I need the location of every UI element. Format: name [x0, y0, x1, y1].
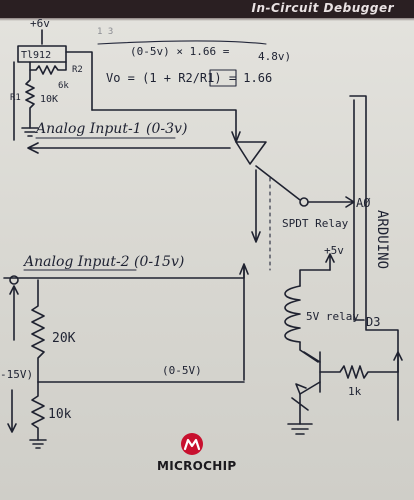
pin-d3: D3	[366, 315, 380, 329]
top-banner: In-Circuit Debugger	[0, 0, 414, 18]
output-top: 4.8v)	[258, 50, 291, 63]
d3-arrow	[393, 351, 403, 373]
arduino-label: ARDUINO	[374, 210, 390, 269]
coil-to-transistor	[299, 341, 319, 363]
opamp-label: Tl912	[21, 50, 51, 61]
banner-edge	[0, 18, 414, 21]
r2-value: 6k	[58, 81, 69, 91]
pin-a0: AØ	[356, 196, 371, 210]
base-resistor	[319, 365, 399, 379]
resistor-20k-label: 20K	[52, 331, 76, 346]
gain-formula: Vo = (1 + R2/R1) = 1.66	[106, 71, 272, 85]
resistor-1k: 1k	[348, 385, 362, 398]
faint-mark: 1 3	[97, 27, 113, 37]
transistor-leads	[299, 351, 321, 395]
ground-symbol-2	[29, 439, 47, 449]
spdt-label: SPDT Relay	[282, 217, 349, 230]
input-15v-label: -15V)	[0, 368, 33, 381]
formula-underline	[97, 40, 267, 45]
relay-supply-arrow	[325, 253, 335, 271]
relay-common-node	[299, 197, 309, 207]
ground-symbol-1	[21, 127, 39, 137]
input-15v-arrow	[9, 285, 19, 341]
analog-input-2-label: Analog Input-2 (0-15v)	[22, 254, 184, 270]
arduino-inner-line	[353, 99, 365, 321]
r2-label: R2	[72, 65, 83, 75]
resistor-10k	[31, 381, 45, 441]
formula-top: (0-5v) × 1.66 =	[130, 45, 230, 58]
relay-contact-1	[235, 141, 267, 165]
r2-resistor	[29, 61, 67, 75]
ground-symbol-3	[287, 423, 313, 435]
output-line	[91, 109, 237, 141]
microchip-logo-icon	[181, 433, 203, 455]
microchip-logo-text: MICROCHIP	[157, 459, 237, 473]
r1-resistor	[25, 69, 35, 129]
relay-switch-arm	[255, 165, 301, 201]
resistor-10k-label: 10k	[48, 407, 72, 422]
r1-label: R1	[10, 93, 21, 103]
range-0-5-label: (0-5V)	[162, 364, 202, 377]
input-left-arrow	[7, 389, 17, 433]
relay-coil	[284, 285, 301, 343]
analog-input-1-label: Analog Input-1 (0-3v)	[34, 121, 187, 137]
banner-title: In-Circuit Debugger	[251, 1, 394, 15]
relay-supply-wire	[299, 269, 331, 287]
r1-value: 10K	[40, 94, 58, 105]
a0-wire	[307, 196, 355, 208]
input-2-node	[9, 275, 19, 285]
opamp-output-wire	[65, 51, 93, 111]
relay-5v-label: 5V relay	[306, 310, 359, 323]
gain-result-box	[209, 69, 237, 87]
input-1-arrow	[27, 142, 231, 154]
emitter-wire	[291, 393, 309, 425]
relay-return-arrow	[251, 169, 261, 243]
supply-label: +6v	[30, 17, 50, 30]
resistor-20k	[31, 279, 45, 383]
relay-supply-label: +5v	[324, 244, 344, 257]
transistor-emitter-arrow	[295, 383, 307, 395]
